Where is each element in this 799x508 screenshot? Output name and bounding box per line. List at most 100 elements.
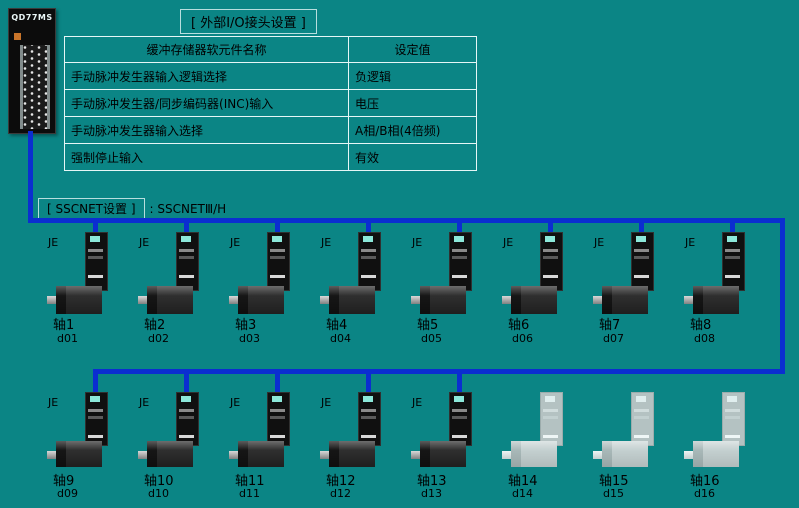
servo-amplifier-icon bbox=[267, 232, 290, 291]
axis-label: 轴7 bbox=[599, 318, 621, 333]
amp-type-label: JE bbox=[230, 236, 241, 249]
setting-value: 有效 bbox=[348, 143, 477, 171]
amp-type-label: JE bbox=[48, 396, 59, 409]
table-row: 强制停止输入 有效 bbox=[64, 143, 477, 171]
servo-motor-icon bbox=[593, 285, 648, 315]
servo-amplifier-icon bbox=[85, 392, 108, 446]
amp-type-label: JE bbox=[139, 396, 150, 409]
servo-amplifier-icon bbox=[85, 232, 108, 291]
servo-motor-icon bbox=[684, 285, 739, 315]
device-label: d01 bbox=[57, 332, 78, 345]
module-name-label: QD77MS bbox=[11, 13, 53, 22]
amp-type-label: JE bbox=[321, 236, 332, 249]
axis-label: 轴14 bbox=[508, 474, 538, 489]
module-connector-pins-icon bbox=[20, 45, 50, 129]
device-label: d08 bbox=[694, 332, 715, 345]
axis-label: 轴13 bbox=[417, 474, 447, 489]
servo-amplifier-icon bbox=[449, 392, 472, 446]
axis-unit-1: JE 轴1 d01 bbox=[46, 228, 136, 348]
servo-motor-icon bbox=[138, 285, 193, 315]
table-row: 手动脉冲发生器输入选择 A相/B相(4倍频) bbox=[64, 116, 477, 144]
table-row: 手动脉冲发生器/同步编码器(INC)输入 电压 bbox=[64, 89, 477, 117]
cable-drop-axis3 bbox=[275, 221, 280, 235]
device-label: d05 bbox=[421, 332, 442, 345]
device-label: d15 bbox=[603, 487, 624, 500]
servo-amplifier-icon bbox=[631, 232, 654, 291]
sscnet-setting-label: [ SSCNET设置 ] bbox=[38, 198, 145, 219]
servo-amplifier-icon bbox=[358, 392, 381, 446]
cable-drop-axis11 bbox=[275, 372, 280, 394]
device-label: d02 bbox=[148, 332, 169, 345]
device-label: d14 bbox=[512, 487, 533, 500]
axis-unit-5: JE 轴5 d05 bbox=[410, 228, 500, 348]
axis-unit-9: JE 轴9 d09 bbox=[46, 388, 136, 508]
axis-label: 轴12 bbox=[326, 474, 356, 489]
setting-value: 负逻辑 bbox=[348, 62, 477, 90]
device-label: d10 bbox=[148, 487, 169, 500]
io-settings-title: [ 外部I/O接头设置 ] bbox=[180, 9, 317, 34]
axis-label: 轴11 bbox=[235, 474, 265, 489]
amp-type-label: JE bbox=[503, 236, 514, 249]
axis-unit-11: JE 轴11 d11 bbox=[228, 388, 318, 508]
servo-amplifier-icon bbox=[540, 392, 563, 446]
axis-unit-7: JE 轴7 d07 bbox=[592, 228, 682, 348]
io-settings-table: 缓冲存储器软元件名称 设定值 手动脉冲发生器输入逻辑选择 负逻辑 手动脉冲发生器… bbox=[64, 36, 477, 171]
device-label: d04 bbox=[330, 332, 351, 345]
cable-drop-axis10 bbox=[184, 372, 189, 394]
servo-amplifier-icon bbox=[449, 232, 472, 291]
cable-right-riser bbox=[780, 218, 785, 374]
servo-motor-icon bbox=[684, 440, 739, 468]
cable-bus-row1 bbox=[28, 218, 785, 223]
amp-type-label: JE bbox=[230, 396, 241, 409]
sscnet-setting-value: : SSCNETⅢ/H bbox=[149, 201, 227, 216]
device-label: d03 bbox=[239, 332, 260, 345]
servo-motor-icon bbox=[411, 440, 466, 468]
axis-label: 轴3 bbox=[235, 318, 257, 333]
amp-type-label: JE bbox=[321, 396, 332, 409]
axis-unit-4: JE 轴4 d04 bbox=[319, 228, 409, 348]
servo-amplifier-icon bbox=[176, 232, 199, 291]
servo-motor-icon bbox=[593, 440, 648, 468]
setting-name: 手动脉冲发生器输入逻辑选择 bbox=[64, 62, 349, 90]
servo-motor-icon bbox=[502, 285, 557, 315]
table-header-row: 缓冲存储器软元件名称 设定值 bbox=[64, 36, 477, 63]
servo-motor-icon bbox=[502, 440, 557, 468]
servo-amplifier-icon bbox=[722, 392, 745, 446]
axis-label: 轴10 bbox=[144, 474, 174, 489]
device-label: d16 bbox=[694, 487, 715, 500]
servo-amplifier-icon bbox=[722, 232, 745, 291]
cable-module-drop bbox=[28, 131, 33, 222]
servo-amplifier-icon bbox=[358, 232, 381, 291]
servo-motor-icon bbox=[320, 285, 375, 315]
amp-type-label: JE bbox=[412, 236, 423, 249]
cable-drop-axis12 bbox=[366, 372, 371, 394]
device-label: d13 bbox=[421, 487, 442, 500]
axis-label: 轴4 bbox=[326, 318, 348, 333]
amp-type-label: JE bbox=[412, 396, 423, 409]
axis-unit-6: JE 轴6 d06 bbox=[501, 228, 591, 348]
axis-label: 轴8 bbox=[690, 318, 712, 333]
axis-unit-13: JE 轴13 d13 bbox=[410, 388, 500, 508]
axis-label: 轴1 bbox=[53, 318, 75, 333]
cable-drop-axis6 bbox=[548, 221, 553, 235]
axis-unit-3: JE 轴3 d03 bbox=[228, 228, 318, 348]
cable-drop-axis8 bbox=[730, 221, 735, 235]
axis-label: 轴15 bbox=[599, 474, 629, 489]
cable-drop-axis2 bbox=[184, 221, 189, 235]
sscnet-setting: [ SSCNET设置 ] : SSCNETⅢ/H bbox=[38, 198, 226, 219]
servo-motor-icon bbox=[229, 440, 284, 468]
cable-drop-axis7 bbox=[639, 221, 644, 235]
col-header-setting-value: 设定值 bbox=[348, 36, 477, 63]
axis-label: 轴9 bbox=[53, 474, 75, 489]
cable-drop-axis5 bbox=[457, 221, 462, 235]
axis-label: 轴6 bbox=[508, 318, 530, 333]
servo-motor-icon bbox=[411, 285, 466, 315]
cable-bus-row2 bbox=[93, 369, 785, 374]
servo-amplifier-icon bbox=[631, 392, 654, 446]
setting-value: 电压 bbox=[348, 89, 477, 117]
cable-drop-axis9 bbox=[93, 372, 98, 394]
servo-amplifier-icon bbox=[540, 232, 563, 291]
servo-motor-icon bbox=[47, 440, 102, 468]
axis-unit-2: JE 轴2 d02 bbox=[137, 228, 227, 348]
amp-type-label: JE bbox=[685, 236, 696, 249]
